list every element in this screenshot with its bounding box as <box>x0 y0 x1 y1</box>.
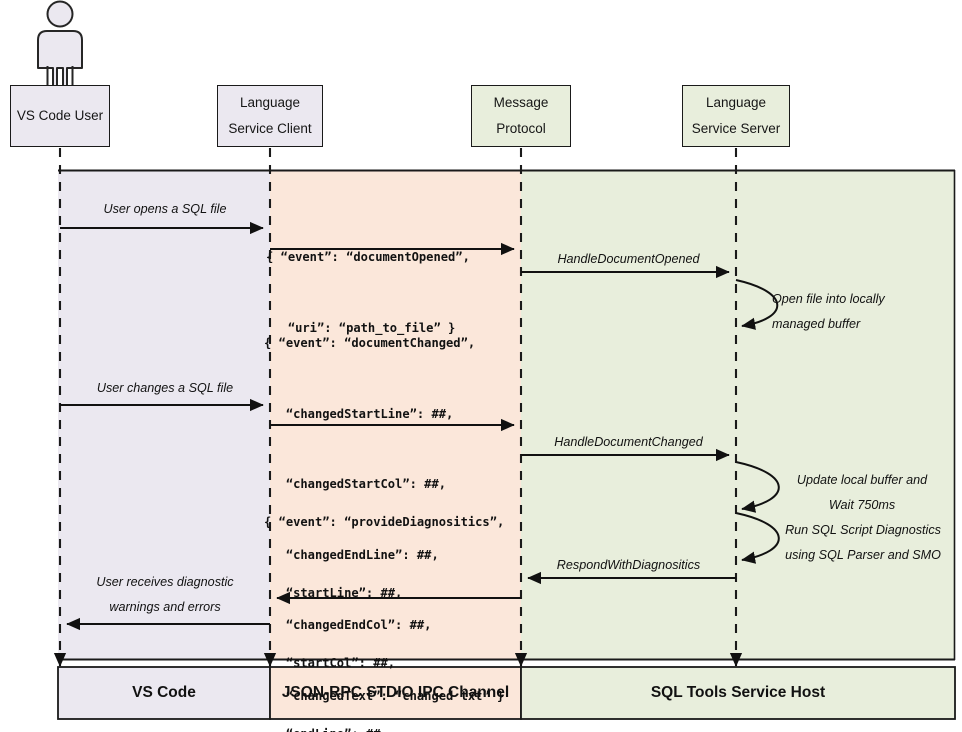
footer-sql-tools-label: SQL Tools Service Host <box>650 684 826 701</box>
footer-bands <box>57 666 956 720</box>
participant-vs-code-user[interactable]: VS Code User <box>10 85 110 147</box>
payload-document-changed-line-4: “changedEndCol”: ##, <box>264 618 432 632</box>
payload-document-changed: { “event”: “documentChanged”, “changedSt… <box>264 285 504 732</box>
participant-message-protocol[interactable]: Message Protocol <box>471 85 571 147</box>
payload-document-changed-line-2: “changedStartCol”: ##, <box>264 477 447 491</box>
payload-document-opened-line-1: “uri”: “path_to_file” } <box>266 320 456 335</box>
person-actor-icon <box>37 0 83 93</box>
payload-document-opened-line-0: { “event”: “documentOpened”, <box>266 250 470 264</box>
payload-provide-diagnositics-line-1: “startLine”: ##, <box>264 585 403 600</box>
footer-vs-code-label: VS Code <box>132 684 196 701</box>
participant-language-service-client-line2: Service Client <box>228 121 312 136</box>
participant-message-protocol-line2: Protocol <box>496 121 546 136</box>
selfcall-open-file-buffer <box>735 279 779 330</box>
participant-language-service-server-line1: Language <box>705 95 767 111</box>
footer-jsonrpc-label: JSON-RPC STDIO IPC Channel <box>281 684 510 701</box>
payload-provide-diagnositics-line-0: { “event”: “provideDiagnositics”, <box>264 515 505 529</box>
band-sqltools <box>521 170 955 660</box>
lifelines <box>58 148 738 666</box>
selfcall-run-sql-diagnostics <box>735 512 780 564</box>
payload-document-opened: { “event”: “documentOpened”, “uri”: “pat… <box>266 199 470 387</box>
selfcall-update-buffer-wait <box>735 461 780 513</box>
footer-vs-code: VS Code <box>58 667 270 719</box>
footer-sql-tools: SQL Tools Service Host <box>521 667 955 719</box>
lifeline-bands <box>58 169 956 661</box>
participant-language-service-client-line1: Language <box>239 95 301 111</box>
participant-vs-code-user-label: VS Code User <box>16 108 104 124</box>
lifeline-terminators <box>53 652 743 667</box>
payload-document-changed-line-1: “changedStartLine”: ##, <box>264 406 454 421</box>
band-vscode <box>58 170 270 660</box>
payload-provide-diagnositics-line-2: “startCol”: ##, <box>264 656 396 670</box>
participant-language-service-server[interactable]: Language Service Server <box>682 85 790 147</box>
payload-provide-diagnositics-line-3: “endLine”: ##, <box>264 723 504 732</box>
payload-document-changed-line-0: { “event”: “documentChanged”, <box>264 336 476 350</box>
payload-document-changed-line-3: “changedEndLine”: ##, <box>264 547 439 562</box>
payload-document-changed-line-5: “changedText”: “changed txt” } <box>264 688 505 703</box>
footer-jsonrpc: JSON-RPC STDIO IPC Channel <box>270 667 521 719</box>
band-ipc <box>270 170 521 660</box>
participant-language-service-client[interactable]: Language Service Client <box>217 85 323 147</box>
participant-language-service-server-line2: Service Server <box>691 121 781 136</box>
payload-provide-diagnositics: { “event”: “provideDiagnositics”, “start… <box>264 464 504 732</box>
participant-message-protocol-line1: Message <box>493 95 549 111</box>
